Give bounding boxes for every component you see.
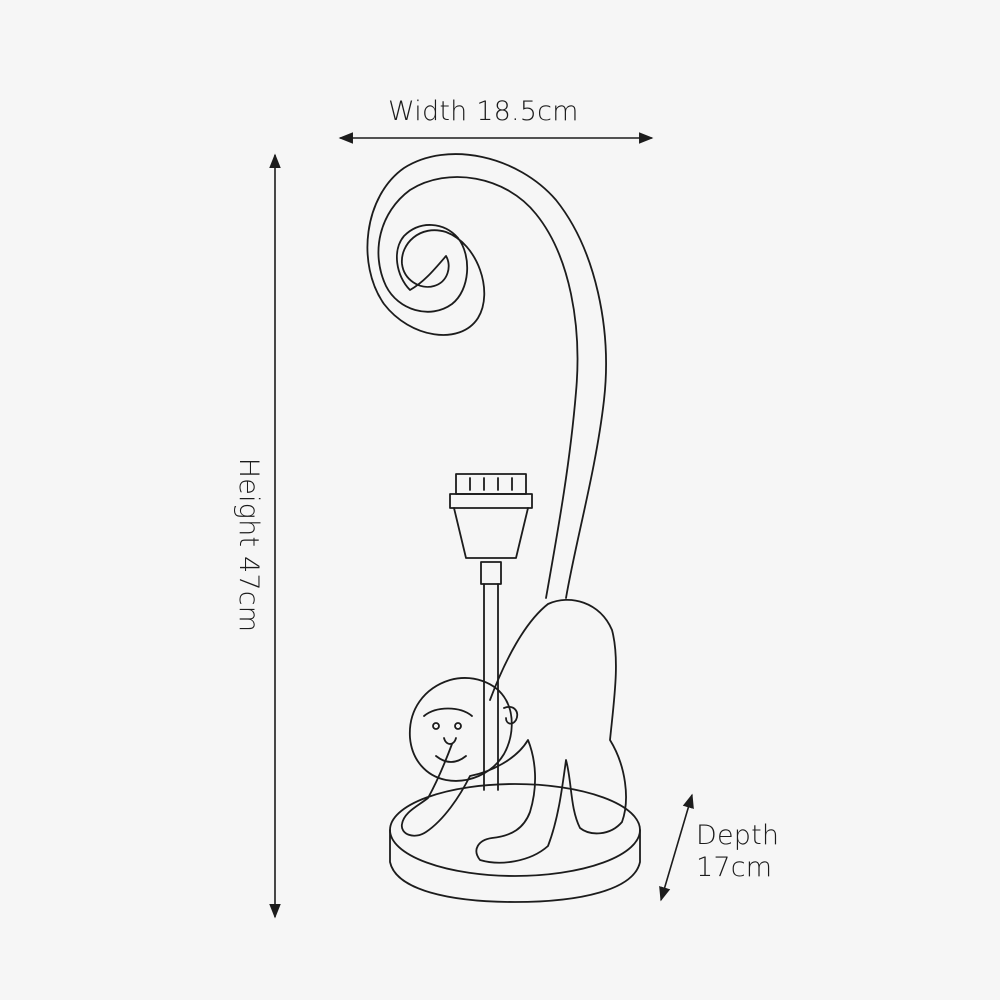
depth-value: 17cm [696,852,773,884]
monkey-head-icon [409,677,519,782]
depth-title: Depth [696,820,780,851]
bulb-holder-icon [449,473,533,559]
height-label: Height 47cm [233,457,265,633]
base-icon [389,783,641,903]
depth-arrow-icon [659,793,694,902]
width-label: Width 18.5cm [388,96,579,127]
depth-label: Depth 17cm [696,820,780,885]
tail-icon [366,153,607,599]
monkey-body-icon [401,599,627,864]
rod-icon [480,561,502,791]
